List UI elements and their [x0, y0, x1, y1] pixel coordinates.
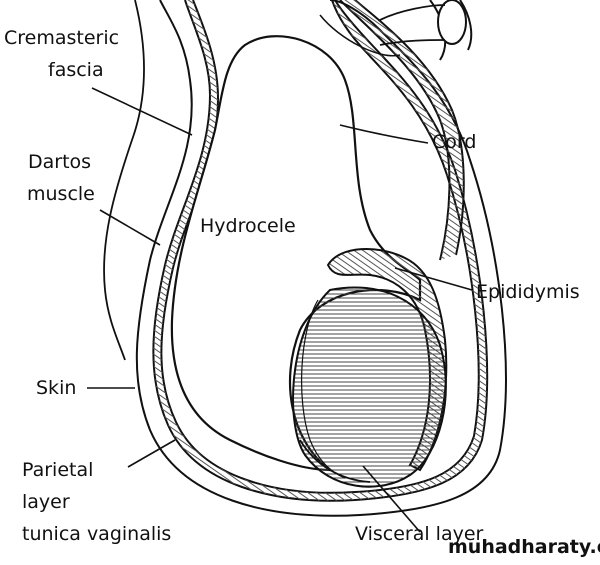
label-parietal-1: Parietal	[22, 459, 93, 481]
label-parietal-3: tunica vaginalis	[22, 523, 171, 545]
cord-cut-end	[319, 0, 467, 57]
cord-hatching	[340, 0, 464, 260]
leader-visceral	[362, 465, 421, 533]
label-parietal-2: layer	[22, 491, 70, 513]
testis	[292, 286, 447, 488]
leader-epididymis	[394, 267, 473, 291]
leader-cremasteric	[91, 87, 193, 136]
label-dartos-1: Dartos	[28, 151, 91, 173]
label-epididymis: Epididymis	[476, 281, 580, 303]
leader-lines	[87, 87, 473, 533]
label-cremasteric-2: fascia	[48, 59, 104, 81]
leader-cord	[339, 124, 429, 144]
outer-fold	[103, 0, 145, 361]
label-dartos-2: muscle	[27, 183, 95, 205]
label-hydrocele: Hydrocele	[200, 215, 296, 237]
watermark: muhadharaty.com	[448, 536, 600, 558]
dartos-hatching	[153, 0, 488, 501]
leader-parietal	[127, 439, 176, 468]
label-visceral: Visceral layer	[355, 523, 484, 545]
visceral-layer-line	[299, 439, 371, 483]
label-skin: Skin	[36, 377, 76, 399]
label-cord: Cord	[432, 131, 476, 153]
leader-dartos	[99, 209, 161, 246]
label-cremasteric-1: Cremasteric	[4, 27, 119, 49]
epididymis	[326, 248, 448, 472]
